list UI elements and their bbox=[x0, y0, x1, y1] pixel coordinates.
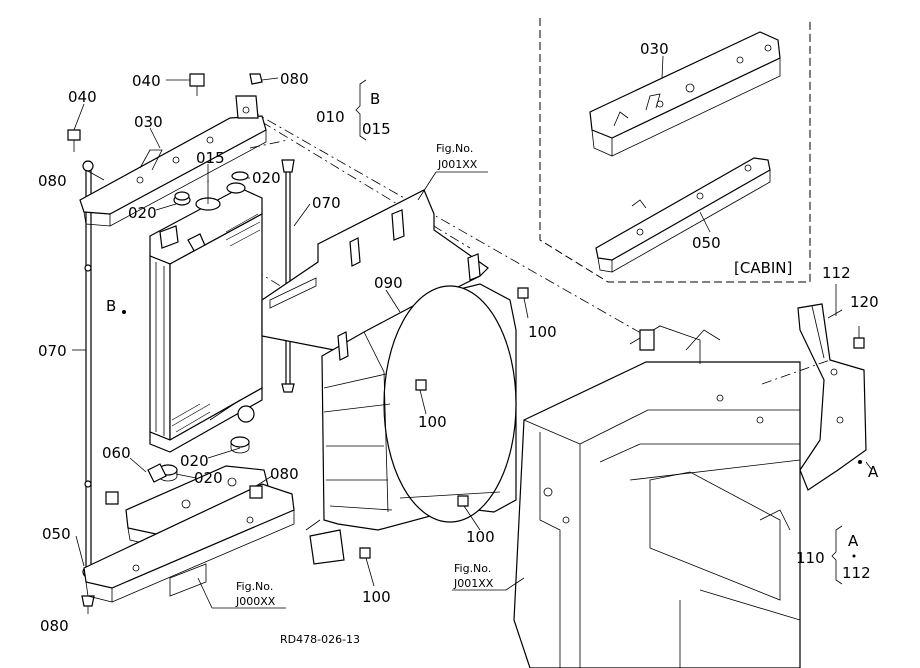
side-bracket-112 bbox=[761, 303, 867, 491]
cabin-bracket-030 bbox=[589, 31, 781, 157]
fig-ref-top-title: Fig.No. bbox=[436, 142, 473, 155]
bracket-110: 110 A 112 bbox=[796, 525, 871, 585]
label-020-c: 020 bbox=[180, 452, 209, 470]
label-080-mid: 080 bbox=[270, 465, 299, 483]
cabin-label-050: 050 bbox=[692, 234, 721, 252]
label-100-c: 100 bbox=[466, 528, 495, 546]
fig-ref-bottom-center[interactable]: Fig.No. J001XX bbox=[452, 562, 525, 591]
fig-ref-bottom-left-code: J000XX bbox=[235, 595, 276, 608]
fan-shroud-090 bbox=[305, 283, 517, 565]
label-040-left: 040 bbox=[68, 88, 97, 106]
bracket-010-top: B bbox=[370, 90, 380, 108]
fig-ref-bottom-center-title: Fig.No. bbox=[454, 562, 491, 575]
bracket-110-top: A bbox=[848, 532, 859, 550]
vertical-rod-070 bbox=[81, 160, 95, 607]
cabin-bar-050 bbox=[595, 157, 771, 273]
fig-ref-top[interactable]: Fig.No. J001XX bbox=[417, 142, 488, 201]
label-120: 120 bbox=[850, 293, 879, 311]
fig-ref-bottom-left-title: Fig.No. bbox=[236, 580, 273, 593]
label-080-top: 080 bbox=[280, 70, 309, 88]
label-090: 090 bbox=[374, 274, 403, 292]
bottom-bar-050 bbox=[83, 483, 295, 603]
bolt-040-top bbox=[189, 73, 205, 96]
bolts-100 bbox=[359, 287, 529, 559]
bracket-010-bottom: 015 bbox=[362, 120, 391, 138]
label-080-left: 080 bbox=[38, 172, 67, 190]
shroud-side-plate bbox=[261, 189, 489, 351]
label-112: 112 bbox=[822, 264, 851, 282]
fig-ref-top-code: J001XX bbox=[437, 158, 478, 171]
ref-b-dot bbox=[122, 310, 126, 314]
rubber-mounts-020 bbox=[158, 171, 250, 482]
label-ref-a: A bbox=[868, 463, 879, 481]
drawing-code: RD478-026-13 bbox=[280, 633, 360, 646]
bracket-110-bottom: 112 bbox=[842, 564, 871, 582]
label-030-left: 030 bbox=[134, 113, 163, 131]
fig-ref-bottom-left[interactable]: Fig.No. J000XX bbox=[197, 577, 286, 609]
label-070-center: 070 bbox=[312, 194, 341, 212]
machine-frame bbox=[513, 325, 801, 668]
cabin-label: [CABIN] bbox=[734, 259, 792, 277]
label-100-d: 100 bbox=[362, 588, 391, 606]
label-ref-b: B bbox=[106, 297, 116, 315]
label-100-a: 100 bbox=[528, 323, 557, 341]
bolt-040-left bbox=[67, 129, 81, 152]
label-100-b: 100 bbox=[418, 413, 447, 431]
label-080-bottom: 080 bbox=[40, 617, 69, 635]
label-020-a: 020 bbox=[252, 169, 281, 187]
bracket-010: 010 B 015 bbox=[316, 79, 391, 141]
fig-ref-bottom-center-code: J001XX bbox=[453, 577, 494, 590]
label-070-left: 070 bbox=[38, 342, 67, 360]
label-020-d: 020 bbox=[194, 469, 223, 487]
label-040-top: 040 bbox=[132, 72, 161, 90]
cabin-label-030: 030 bbox=[640, 40, 669, 58]
leader-lines bbox=[72, 77, 873, 614]
label-015: 015 bbox=[196, 149, 225, 167]
cabin-inset: 030 050 [CABIN] bbox=[539, 18, 811, 283]
bracket-010-num: 010 bbox=[316, 108, 345, 126]
ref-a-dot bbox=[858, 460, 862, 464]
vertical-rod-070-center bbox=[281, 159, 295, 393]
label-060: 060 bbox=[102, 444, 131, 462]
label-050-left: 050 bbox=[42, 525, 71, 543]
top-bracket-030 bbox=[79, 95, 267, 227]
radiator bbox=[149, 180, 263, 453]
label-020-b: 020 bbox=[128, 204, 157, 222]
nut-080-top bbox=[249, 73, 263, 85]
bracket-110-num: 110 bbox=[796, 549, 825, 567]
part-labels: 040 080 040 030 080 015 020 020 070 090 … bbox=[38, 70, 879, 635]
